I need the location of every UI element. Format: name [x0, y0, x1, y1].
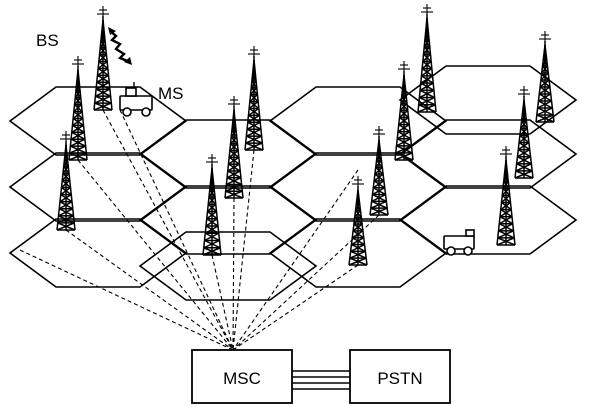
ms-label: MS — [158, 84, 184, 103]
antenna-icon — [518, 86, 530, 96]
bs-label: BS — [36, 31, 59, 50]
antenna-icon — [72, 56, 84, 66]
antenna-icon — [228, 96, 240, 106]
antenna-icon — [97, 6, 109, 16]
base-station-tower-icon — [244, 46, 264, 151]
base-station-tower-icon — [56, 131, 76, 231]
cell-hexagon — [268, 218, 448, 288]
base-station-tower-icon — [348, 176, 368, 266]
base-station-tower-icon — [224, 96, 244, 199]
cell-hexagon — [8, 218, 188, 288]
msc-link-line — [211, 254, 234, 351]
msc-link-line — [232, 214, 380, 351]
base-station-tower-icon — [369, 126, 389, 216]
msc-link-line — [232, 169, 359, 351]
cell-grid — [8, 65, 578, 301]
base-station-tower-icon — [535, 31, 555, 123]
radio-link-arrowhead-icon — [124, 57, 132, 65]
msc-box — [191, 349, 293, 404]
antenna-icon — [539, 31, 551, 41]
radio-link-arrowhead-icon — [108, 27, 116, 35]
base-station-tower-icon — [394, 61, 414, 161]
msc-label: MSC — [223, 369, 261, 388]
antenna-icon — [60, 131, 72, 141]
base-station-tower-icon — [417, 4, 437, 113]
cell-hexagon — [138, 119, 318, 189]
cell-hexagon — [398, 119, 578, 189]
msc-link-line — [232, 264, 359, 351]
base-stations — [56, 4, 555, 266]
msc-link-line — [102, 109, 234, 351]
pstn-label: PSTN — [377, 369, 422, 388]
base-station-tower-icon — [514, 86, 534, 179]
cell-hexagon — [268, 152, 448, 222]
msc-link-line — [119, 109, 234, 351]
radio-link-icon — [109, 30, 131, 64]
cell-hexagon — [268, 86, 448, 156]
pstn-box — [349, 349, 451, 404]
mobile-station-vehicle-icon — [443, 229, 475, 256]
cell-hexagon — [138, 231, 318, 301]
cell-hexagon — [138, 185, 318, 255]
cell-hexagon — [8, 152, 188, 222]
mobile-station-vehicle-icon — [119, 82, 153, 117]
msc-links — [19, 109, 380, 351]
base-station-tower-icon — [68, 56, 88, 161]
antenna-icon — [206, 154, 218, 164]
antenna-icon — [352, 176, 364, 186]
cell-hexagon — [398, 65, 578, 135]
cell-hexagon — [398, 185, 578, 255]
antenna-icon — [421, 4, 433, 14]
antenna-icon — [248, 46, 260, 56]
cell-hexagon — [8, 86, 188, 156]
msc-link-line — [65, 229, 234, 351]
msc-link-line — [77, 159, 234, 351]
base-station-tower-icon — [496, 146, 516, 246]
base-station-tower-icon — [93, 6, 113, 111]
msc-link-line — [232, 197, 235, 351]
msc-link-line — [232, 149, 255, 351]
antenna-icon — [398, 61, 410, 71]
msc-link-line — [19, 249, 234, 351]
antenna-icon — [373, 126, 385, 136]
antenna-icon — [500, 146, 512, 156]
base-station-tower-icon — [202, 154, 222, 256]
